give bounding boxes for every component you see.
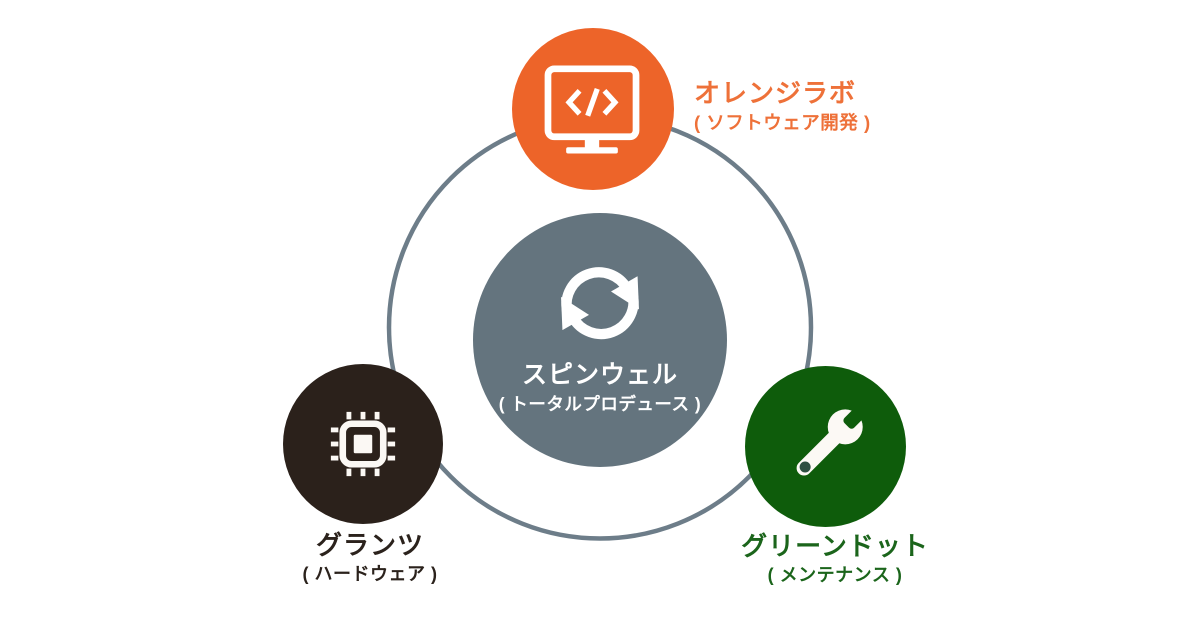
node-subtitle: ( ソフトウェア開発 ) (694, 111, 871, 133)
node-label-grants: グランツ ( ハードウェア ) (302, 530, 438, 585)
node-circle-center (473, 213, 727, 467)
node-label-green-dot: グリーンドット ( メンテナンス ) (741, 531, 929, 586)
node-label-center: スピンウェル ( トータルプロデュース ) (499, 361, 702, 415)
node-circle-orange-lab (512, 28, 674, 190)
node-subtitle: ( メンテナンス ) (767, 564, 903, 585)
node-label-orange-lab: オレンジラボ ( ソフトウェア開発 ) (694, 78, 871, 134)
node-subtitle: ( ハードウェア ) (302, 563, 438, 584)
node-title: オレンジラボ (694, 78, 857, 108)
cpu-chip-icon (330, 411, 396, 477)
node-title: スピンウェル (521, 361, 679, 389)
node-title: グランツ (315, 530, 424, 560)
code-monitor-icon (544, 65, 640, 154)
sync-arrows-icon (560, 267, 640, 340)
node-title: グリーンドット (741, 531, 929, 561)
wrench-icon (796, 401, 871, 476)
node-subtitle: ( トータルプロデュース ) (498, 393, 702, 414)
